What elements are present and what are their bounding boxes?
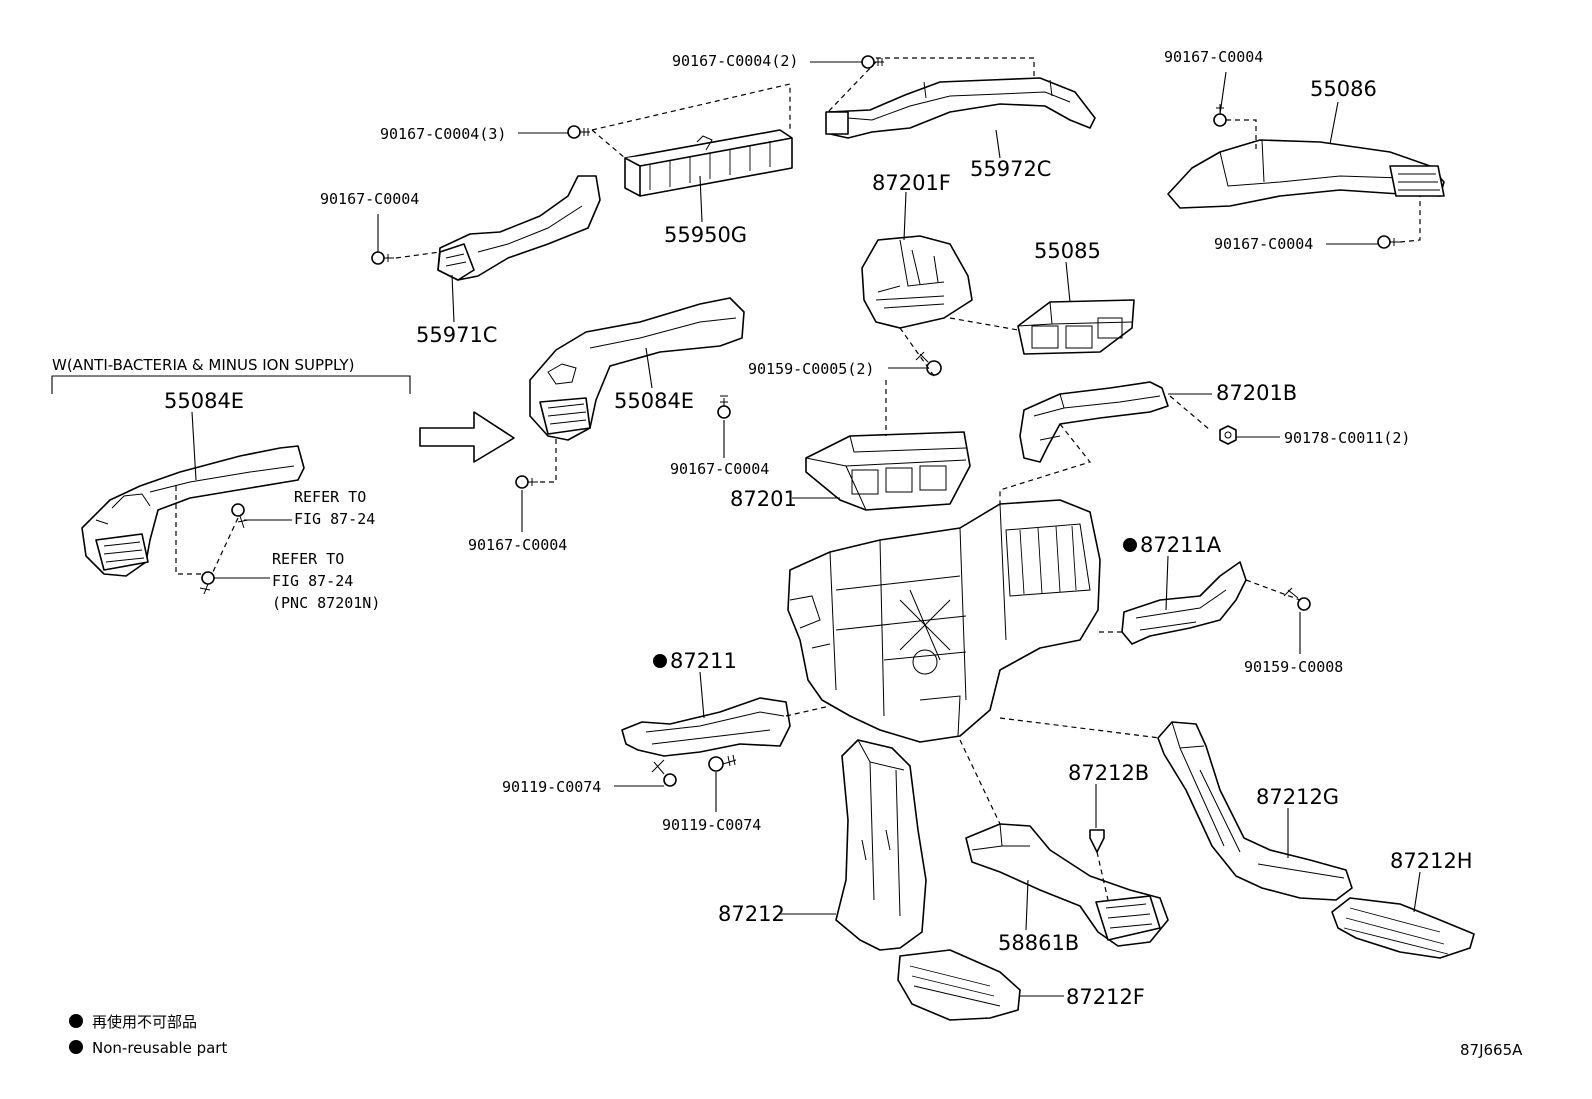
fastener-label: 90167-C0004 xyxy=(320,190,419,208)
fastener-label: 90167-C0004 xyxy=(1214,235,1313,253)
reference-note: FIG 87-24 xyxy=(272,572,353,590)
part-number: 87212F xyxy=(1066,985,1145,1009)
variant-bracket xyxy=(51,375,411,394)
leader-lines xyxy=(191,61,1421,997)
fastener-label: 90167-C0004(2) xyxy=(672,52,798,70)
duct-87211a[interactable] xyxy=(1121,561,1247,645)
fastener-label: 90167-C0004 xyxy=(468,536,567,554)
nut-icon[interactable] xyxy=(1219,425,1237,445)
assembly-lines xyxy=(175,57,1421,901)
fastener-label: 90159-C0008 xyxy=(1244,658,1343,676)
duct-55084e[interactable] xyxy=(529,297,745,441)
legend-dot-icon xyxy=(69,1040,83,1054)
bolt-icon[interactable] xyxy=(651,759,677,787)
part-number: 87212B xyxy=(1068,761,1149,785)
part-number: 87211 xyxy=(670,649,737,673)
screw-icon[interactable] xyxy=(717,395,731,419)
duct-87212f[interactable] xyxy=(897,949,1021,1021)
duct-55972c[interactable] xyxy=(825,77,1096,139)
reference-note: (PNC 87201N) xyxy=(272,594,380,612)
variant-label: W(ANTI-BACTERIA & MINUS ION SUPPLY) xyxy=(52,356,354,374)
clip-icon[interactable] xyxy=(567,125,590,139)
clip-icon[interactable] xyxy=(1213,104,1227,127)
legend-jp: 再使用不可部品 xyxy=(92,1013,197,1031)
heater-unit[interactable] xyxy=(787,499,1101,743)
duct-87201b[interactable] xyxy=(1019,381,1169,463)
fastener-label: 90178-C0011(2) xyxy=(1284,429,1410,447)
part-number: 55971C xyxy=(416,323,497,347)
part-number: 55084E xyxy=(164,389,244,413)
duct-55084e-variant[interactable] xyxy=(81,445,305,577)
duct-87212g[interactable] xyxy=(1157,721,1353,901)
clip-icon[interactable] xyxy=(1089,829,1105,853)
fastener-label: 90119-C0074 xyxy=(662,816,761,834)
fastener-label: 90167-C0004 xyxy=(670,460,769,478)
reference-note: FIG 87-24 xyxy=(294,510,375,528)
fastener-label: 90167-C0004 xyxy=(1164,48,1263,66)
duct-87212h[interactable] xyxy=(1331,897,1475,959)
part-number: 87212H xyxy=(1390,849,1473,873)
figure-code: 87J665A xyxy=(1460,1041,1523,1059)
screw-icon[interactable] xyxy=(915,351,942,376)
bolt-icon[interactable] xyxy=(199,571,215,595)
part-number: 55086 xyxy=(1310,77,1377,101)
vent-55085[interactable] xyxy=(1017,299,1135,355)
part-number: 55950G xyxy=(664,223,747,247)
clip-icon[interactable] xyxy=(515,475,538,489)
duct-87212[interactable] xyxy=(835,739,927,951)
labels: W(ANTI-BACTERIA & MINUS ION SUPPLY) 9016… xyxy=(52,48,1523,1059)
part-number: 87211A xyxy=(1140,533,1222,557)
duct-55950g[interactable] xyxy=(624,129,793,197)
bolt-icon[interactable] xyxy=(231,503,249,529)
register-87201[interactable] xyxy=(805,431,971,511)
part-number: 87201 xyxy=(730,487,797,511)
clip-icon[interactable] xyxy=(1377,235,1400,249)
fastener-symbols xyxy=(199,55,1400,853)
duct-87201f[interactable] xyxy=(861,235,973,329)
part-number: 87212 xyxy=(718,902,785,926)
screw-icon[interactable] xyxy=(1283,587,1311,611)
fastener-label: 90167-C0004(3) xyxy=(380,125,506,143)
clip-icon[interactable] xyxy=(371,251,394,265)
duct-58861b[interactable] xyxy=(965,823,1169,947)
legend-dot-icon xyxy=(69,1014,83,1028)
part-number: 87201F xyxy=(872,171,951,195)
fastener-label: 90159-C0005(2) xyxy=(748,360,874,378)
arrow-icon xyxy=(419,411,515,463)
part-number: 87212G xyxy=(1256,785,1339,809)
legend-en: Non-reusable part xyxy=(92,1039,227,1057)
duct-55086[interactable] xyxy=(1167,139,1445,209)
duct-87211[interactable] xyxy=(621,697,791,757)
part-number: 55085 xyxy=(1034,239,1101,263)
non-reusable-dot-icon xyxy=(1123,538,1137,552)
reference-note: REFER TO xyxy=(294,488,366,506)
reference-note: REFER TO xyxy=(272,550,344,568)
part-number: 58861B xyxy=(998,931,1079,955)
part-number: 55972C xyxy=(970,157,1051,181)
duct-55971c[interactable] xyxy=(437,175,601,281)
part-number: 87201B xyxy=(1216,381,1297,405)
bolt-icon[interactable] xyxy=(708,754,737,772)
non-reusable-dot-icon xyxy=(653,654,667,668)
fastener-label: 90119-C0074 xyxy=(502,778,601,796)
part-number: 55084E xyxy=(614,389,694,413)
